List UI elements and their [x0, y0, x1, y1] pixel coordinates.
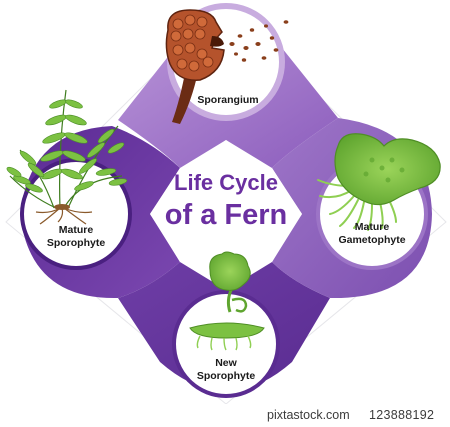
sporangium-illustration — [165, 9, 289, 124]
title-line1: Life Cycle — [174, 170, 278, 195]
mature-sporophyte-illustration — [6, 89, 128, 225]
stage-circle-bottom — [172, 290, 280, 398]
label-new-sporophyte-line2: Sporophyte — [197, 370, 255, 382]
new-sporophyte-illustration — [189, 251, 265, 351]
label-mature-gametophyte-line1: Mature — [355, 221, 390, 233]
watermark-site: pixtastock.com — [267, 408, 350, 422]
watermark-code: 123888192 — [369, 408, 435, 422]
label-mature-gametophyte-line2: Gametophyte — [338, 234, 405, 246]
footer-watermark: pixtastock.com 123888192 — [0, 404, 450, 427]
title-line2: of a Fern — [165, 199, 287, 231]
label-mature-sporophyte-line1: Mature — [59, 224, 94, 236]
mature-gametophyte-illustration — [317, 133, 441, 231]
label-new-sporophyte-line1: New — [215, 357, 237, 369]
label-sporangium: Sporangium — [197, 94, 258, 106]
center-panel — [150, 140, 302, 290]
label-mature-sporophyte-line2: Sporophyte — [47, 237, 105, 249]
